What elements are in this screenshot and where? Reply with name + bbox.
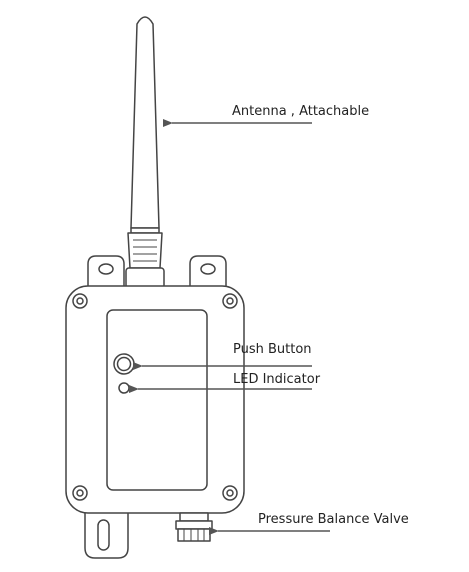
antenna: [125, 16, 165, 289]
inner-panel: [106, 309, 208, 491]
led-indicator-label: LED Indicator: [233, 372, 321, 387]
antenna-label: Antenna , Attachable: [232, 104, 370, 119]
pressure-balance-valve: [175, 512, 213, 542]
corner-screws: [72, 293, 238, 501]
top-mounting-ears: [87, 255, 227, 286]
push-button-label: Push Button: [233, 342, 312, 357]
bottom-mounting-ear: [84, 512, 129, 559]
pressure-balance-valve-label: Pressure Balance Valve: [258, 512, 409, 527]
